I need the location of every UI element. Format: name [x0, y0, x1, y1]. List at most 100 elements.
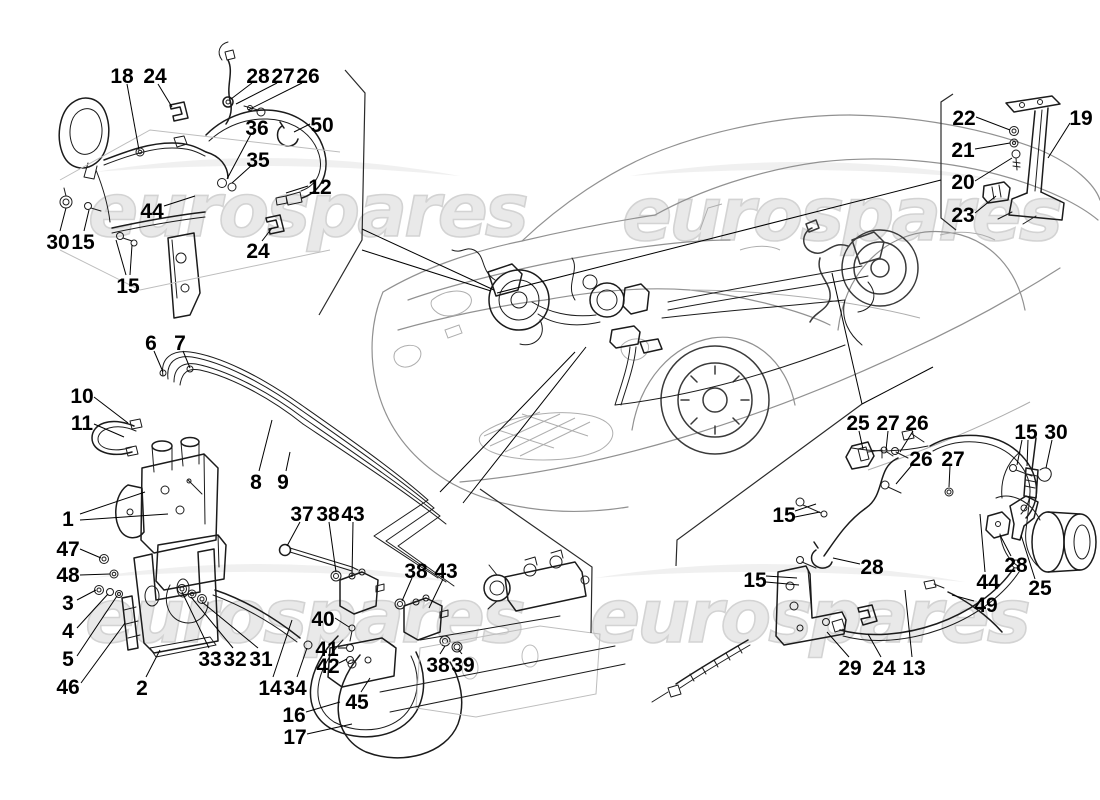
leader-line — [861, 366, 934, 405]
part-number-callout: 32 — [223, 648, 246, 671]
leader-line — [858, 430, 864, 450]
car-outline — [371, 114, 1100, 512]
part-number-callout: 26 — [909, 448, 932, 471]
part-number-callout: 21 — [951, 139, 975, 162]
watermark-layer: eurospares eurospares eurospares eurospa… — [84, 157, 1065, 661]
leader-line — [163, 195, 196, 207]
section-divider — [479, 488, 593, 634]
leader-line — [182, 350, 191, 369]
part-number-callout: 27 — [271, 65, 294, 88]
leader-line — [305, 701, 341, 713]
part-number-callout: 30 — [46, 231, 69, 254]
section-abs-unit — [91, 351, 455, 658]
part-number-callout: 15 — [743, 569, 767, 592]
leader-line — [439, 351, 576, 493]
part-number-callout: 13 — [902, 657, 925, 680]
part-number-callout: 49 — [974, 594, 997, 617]
part-number-callout: 44 — [976, 571, 1000, 594]
leader-line — [1016, 439, 1023, 466]
part-number-callout: 3 — [62, 592, 74, 615]
section-dividers — [318, 69, 957, 634]
leader-lines — [59, 82, 1071, 735]
part-number-callout: 38 — [404, 560, 428, 583]
leader-line — [76, 593, 109, 629]
part-number-callout: 4 — [62, 620, 74, 643]
part-number-callout: 22 — [952, 107, 975, 130]
part-number-callout: 44 — [140, 200, 164, 223]
part-number-callout: 12 — [308, 176, 331, 199]
leader-line — [296, 647, 308, 678]
leader-line — [59, 207, 67, 232]
leader-line — [974, 142, 1011, 150]
part-number-callout: 41 — [315, 638, 339, 661]
part-number-callout: 27 — [876, 412, 899, 435]
leader-line — [181, 591, 210, 649]
leader-line — [93, 396, 129, 424]
leader-line — [951, 594, 975, 602]
leader-line — [93, 423, 125, 438]
leader-line — [975, 116, 1011, 131]
leader-line — [157, 83, 173, 108]
leader-line — [867, 633, 882, 658]
leader-line — [115, 239, 127, 276]
part-number-callout: 27 — [941, 448, 964, 471]
part-number-callout: 25 — [846, 412, 870, 435]
part-number-callout: 45 — [345, 691, 369, 714]
part-number-callout: 18 — [110, 65, 134, 88]
leader-line — [145, 649, 161, 678]
leader-line — [285, 185, 309, 194]
part-number-callout: 8 — [250, 471, 262, 494]
part-number-callout: 14 — [258, 677, 282, 700]
leader-line — [286, 521, 301, 547]
watermark-text: eurospares — [85, 574, 524, 660]
leader-line — [258, 419, 273, 472]
leader-line — [457, 648, 463, 655]
leader-line — [765, 575, 798, 579]
part-number-callout: 50 — [310, 114, 333, 137]
part-number-callout: 34 — [283, 677, 307, 700]
watermark-text: eurospares — [590, 574, 1029, 660]
leader-line — [76, 595, 118, 657]
leader-line — [974, 195, 997, 214]
leader-line — [79, 548, 102, 559]
part-number-callout: 25 — [1028, 577, 1052, 600]
leader-line — [83, 209, 90, 232]
watermark-text: eurospares — [622, 172, 1061, 258]
part-number-callout: 48 — [56, 564, 80, 587]
leader-line — [439, 645, 446, 655]
part-number-callout: 24 — [872, 657, 896, 680]
leader-line — [895, 464, 913, 485]
part-number-callout: 23 — [951, 204, 974, 227]
part-number-callout: 17 — [283, 726, 306, 749]
part-number-callout: 28 — [860, 556, 884, 579]
part-number-callout: 47 — [56, 538, 79, 561]
part-number-callout: 15 — [772, 504, 796, 527]
leader-line — [79, 573, 111, 576]
part-number-callout: 29 — [838, 657, 861, 680]
section-divider — [675, 403, 863, 567]
leader-line — [201, 601, 259, 649]
part-number-callout: 11 — [71, 412, 94, 435]
part-number-callout: 31 — [249, 648, 273, 671]
leader-line — [1026, 439, 1029, 467]
part-number-callout: 38 — [426, 654, 450, 677]
part-number-callout: 30 — [1044, 421, 1067, 444]
leader-line — [80, 622, 126, 684]
leader-line — [428, 578, 444, 609]
part-number-callout: 5 — [62, 648, 74, 671]
part-number-callout: 36 — [245, 117, 268, 140]
leader-line — [885, 430, 889, 451]
leader-line — [261, 227, 273, 242]
part-number-callout: 20 — [951, 171, 974, 194]
watermark-text: eurospares — [88, 168, 527, 254]
leader-line — [794, 503, 817, 512]
leader-line — [235, 82, 278, 105]
part-number-callout: 15 — [71, 231, 95, 254]
leader-line — [361, 249, 492, 292]
leader-line — [272, 619, 293, 678]
leader-line — [1045, 439, 1053, 469]
leader-line — [1020, 534, 1036, 580]
